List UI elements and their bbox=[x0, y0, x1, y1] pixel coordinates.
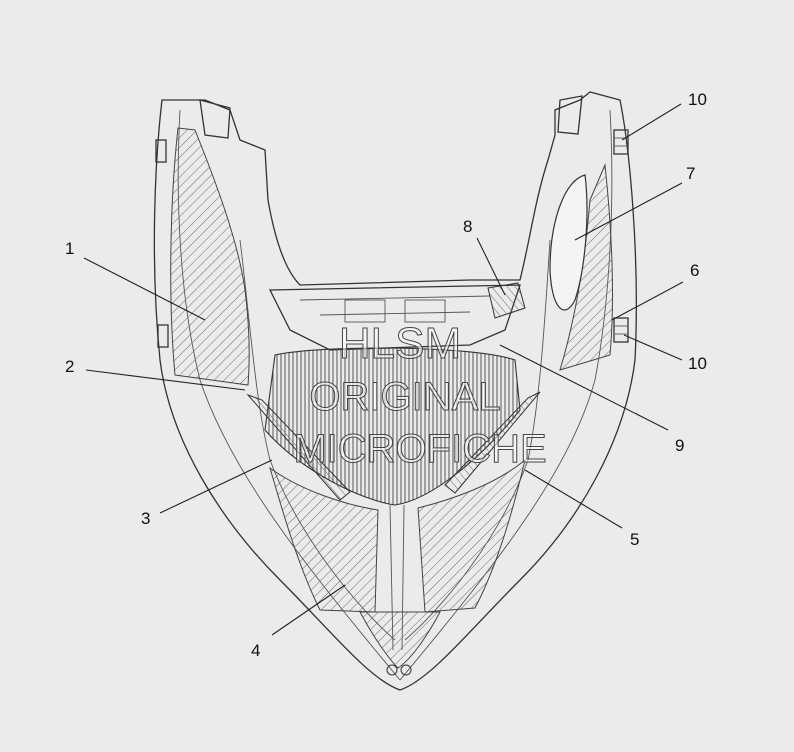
left-clip bbox=[155, 139, 169, 348]
small-bracket bbox=[487, 282, 526, 319]
callout-7: 7 bbox=[686, 164, 695, 183]
upper-right-clip bbox=[613, 129, 629, 155]
lower-nose-right-panel bbox=[417, 458, 526, 613]
screw-icon bbox=[400, 664, 412, 676]
callout-10-bottom: 10 bbox=[688, 354, 707, 373]
callout-3: 3 bbox=[141, 509, 150, 528]
callout-2: 2 bbox=[65, 357, 74, 376]
callout-5: 5 bbox=[630, 530, 639, 549]
watermark-line-2: ORIGINAL bbox=[309, 375, 500, 419]
watermark: HLSM ORIGINAL MICROFICHE bbox=[293, 319, 547, 472]
watermark-line-1: HLSM bbox=[339, 319, 461, 368]
screw-icon bbox=[386, 664, 398, 676]
callout-10-top: 10 bbox=[688, 90, 707, 109]
callout-8: 8 bbox=[463, 217, 472, 236]
lower-nose-left-panel bbox=[269, 466, 379, 613]
watermark-line-3: MICROFICHE bbox=[293, 427, 546, 471]
left-side-panel bbox=[170, 127, 250, 386]
leader-lines bbox=[83, 103, 684, 636]
callout-9: 9 bbox=[675, 436, 684, 455]
right-reflector-strip bbox=[444, 391, 541, 494]
callout-4: 4 bbox=[251, 641, 260, 660]
lower-right-clip bbox=[613, 317, 629, 343]
callout-6: 6 bbox=[690, 261, 699, 280]
inner-upper-tray bbox=[268, 284, 521, 351]
callout-1: 1 bbox=[65, 239, 74, 258]
left-reflector-strip bbox=[246, 393, 351, 501]
lower-nose-center bbox=[359, 611, 441, 669]
